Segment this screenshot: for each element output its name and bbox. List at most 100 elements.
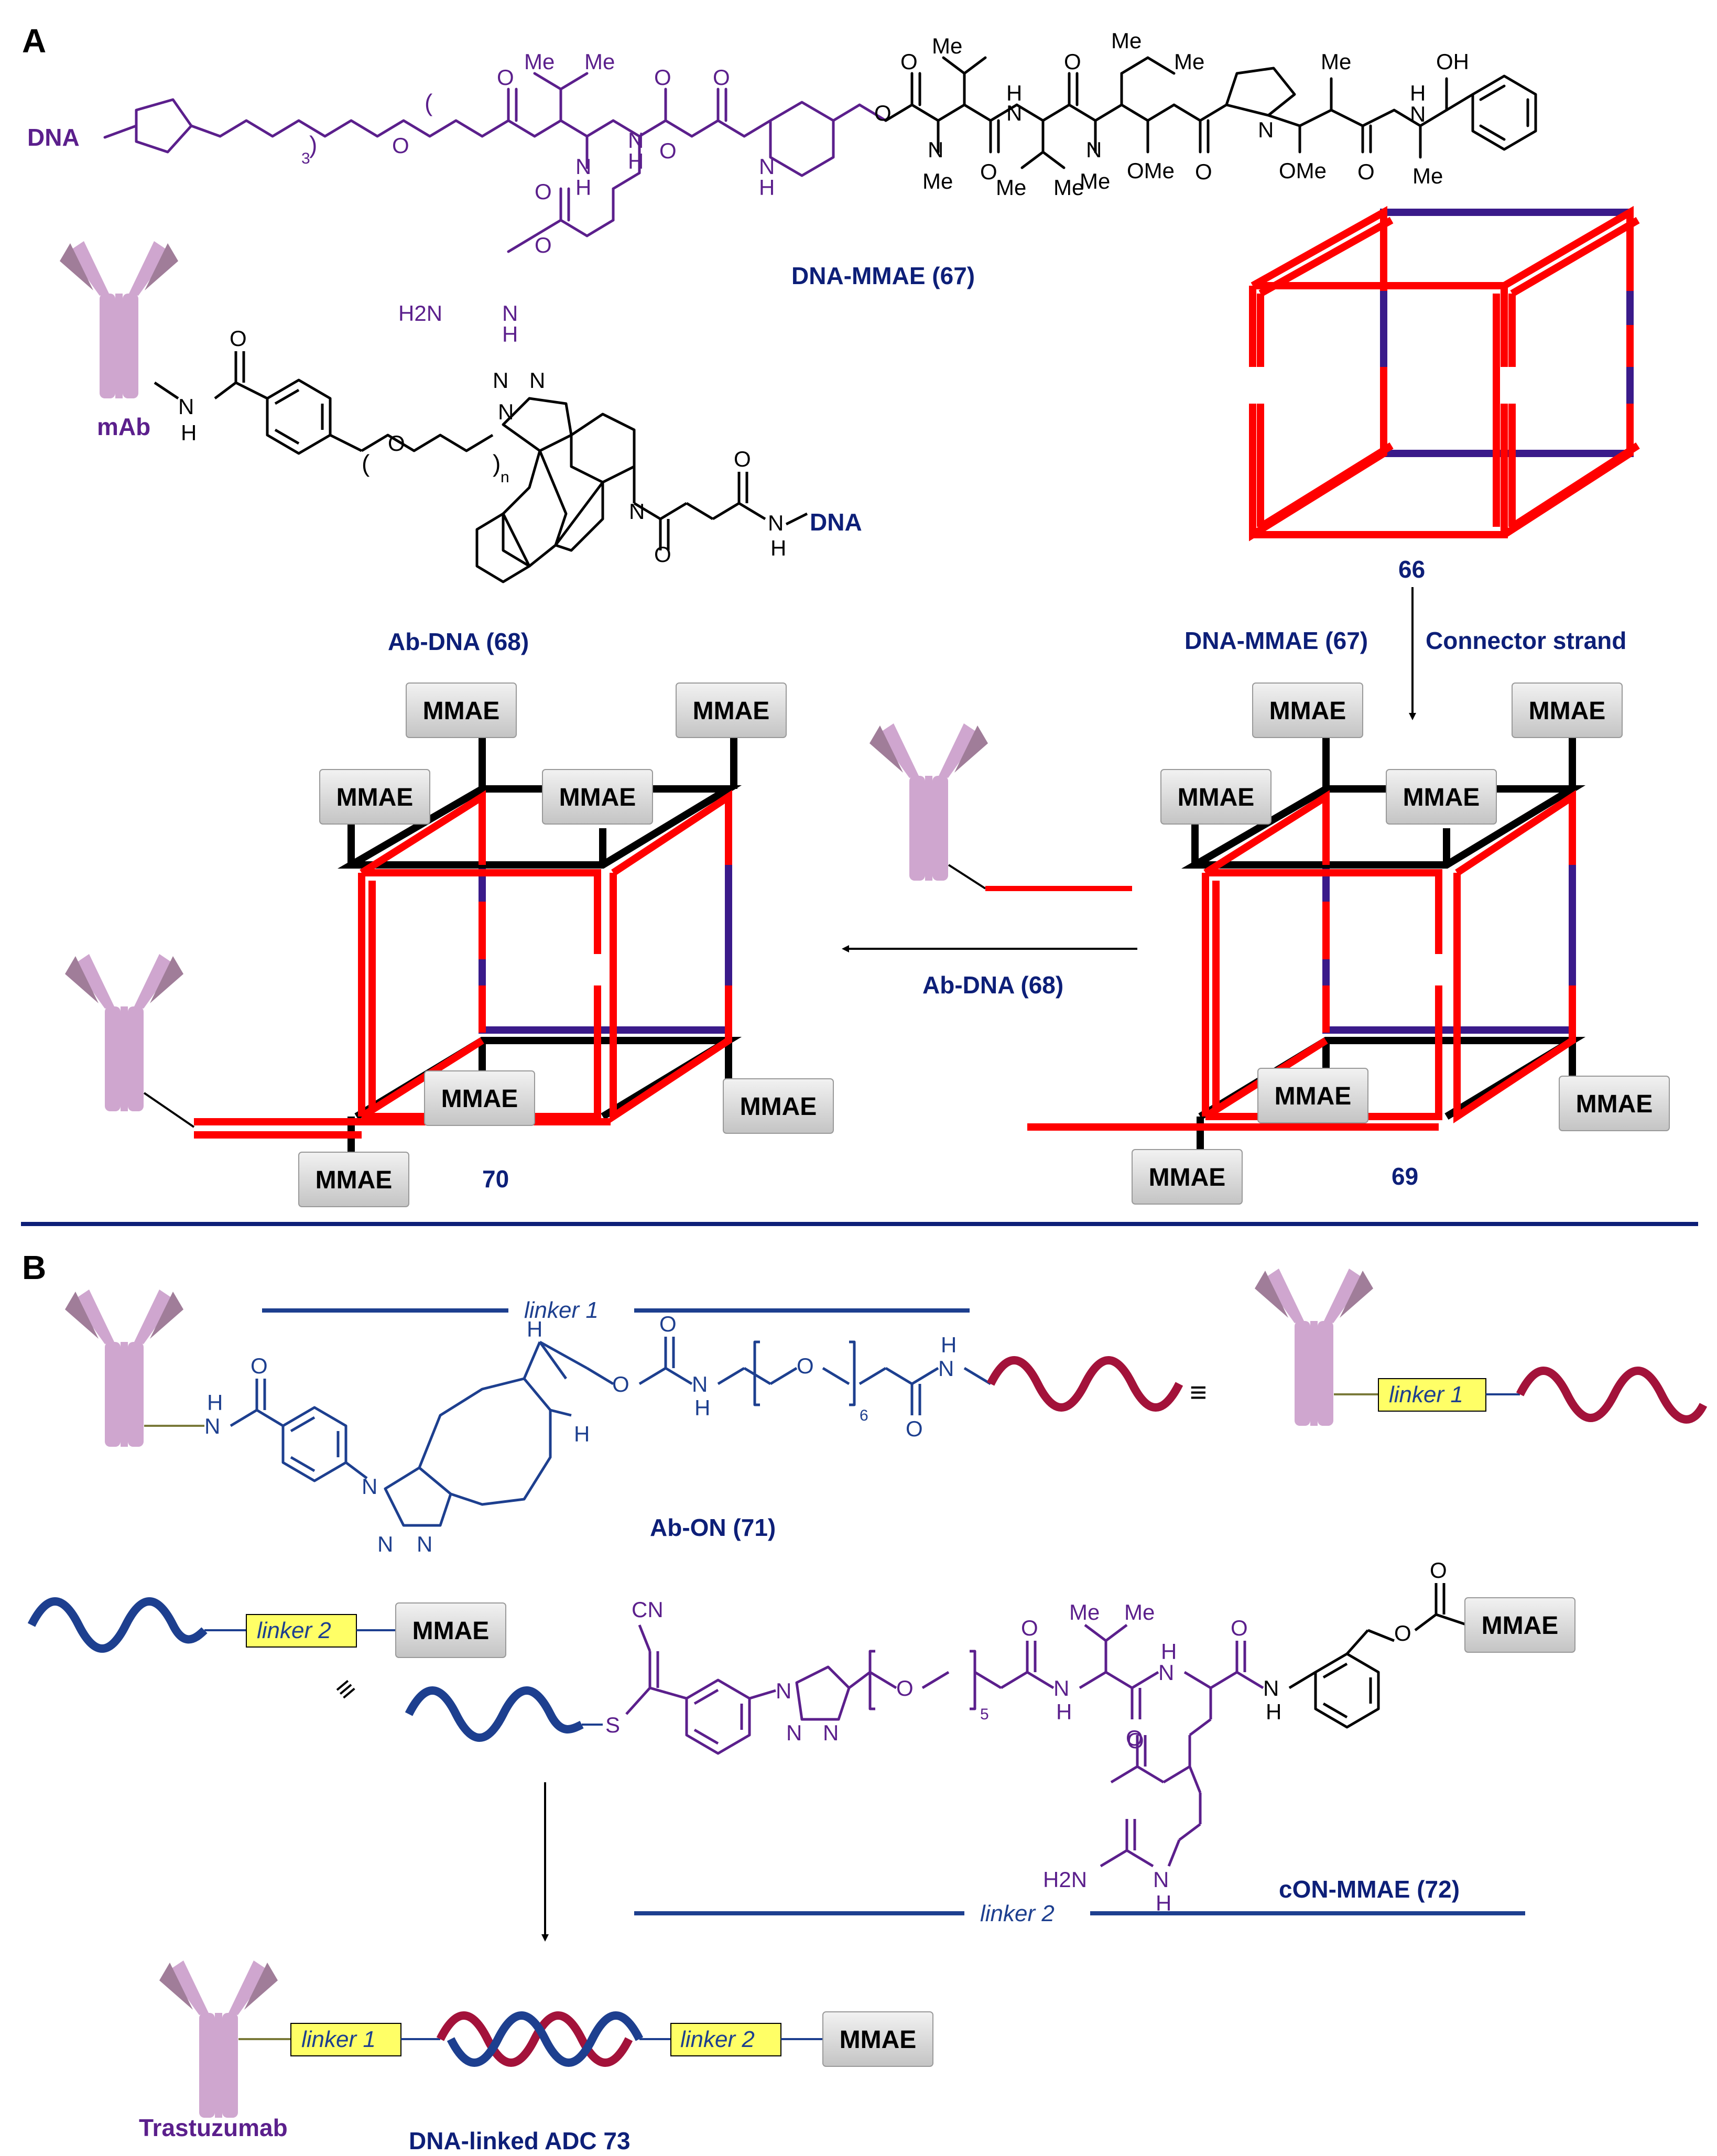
svg-text:N: N bbox=[502, 301, 518, 326]
svg-text:N: N bbox=[377, 1532, 393, 1556]
svg-text:MMAE: MMAE bbox=[1275, 1082, 1352, 1110]
svg-text:H: H bbox=[759, 175, 775, 200]
compound-67-atom-labels: O O 3 ( ) Me Me N H O O N H O O N H O H2… bbox=[301, 28, 1469, 346]
svg-text:MMAE: MMAE bbox=[1576, 1090, 1653, 1118]
svg-text:O: O bbox=[896, 1676, 914, 1700]
svg-text:N: N bbox=[928, 137, 943, 162]
svg-text:MMAE: MMAE bbox=[840, 2026, 917, 2054]
svg-text:O: O bbox=[251, 1353, 268, 1378]
svg-text:Me: Me bbox=[1053, 175, 1084, 200]
svg-text:Me: Me bbox=[1412, 164, 1443, 188]
compound-72-structure: CN S N N N O 5 O N H Me Me O N H O N H O… bbox=[405, 1558, 1575, 1915]
svg-text:O: O bbox=[1394, 1621, 1411, 1645]
triazole-ring-67 bbox=[103, 72, 887, 253]
svg-text:O: O bbox=[612, 1372, 629, 1396]
svg-text:H: H bbox=[1161, 1639, 1177, 1664]
svg-text:MMAE: MMAE bbox=[1178, 784, 1255, 811]
svg-text:N: N bbox=[1086, 137, 1102, 162]
equivalent-symbol-1: ≡ bbox=[1190, 1375, 1207, 1409]
svg-text:N: N bbox=[938, 1356, 954, 1381]
antibody-icon bbox=[60, 241, 178, 398]
svg-text:Me: Me bbox=[584, 49, 615, 74]
mmae-backbone-67 bbox=[884, 56, 1474, 169]
svg-text:n: n bbox=[501, 469, 509, 486]
cube-70-payloads: MMAE MMAE MMAE MMAE MMAE MMAE MMAE bbox=[298, 682, 834, 1207]
svg-text:N: N bbox=[1053, 1676, 1069, 1700]
svg-text:N: N bbox=[178, 394, 194, 419]
svg-text:O: O bbox=[659, 1312, 677, 1336]
svg-text:MMAE: MMAE bbox=[1403, 784, 1480, 811]
panel-a-letter: A bbox=[22, 22, 46, 60]
svg-text:H: H bbox=[1006, 81, 1022, 105]
svg-text:H: H bbox=[574, 1422, 590, 1446]
svg-text:H: H bbox=[770, 536, 786, 560]
svg-text:O: O bbox=[1357, 159, 1375, 184]
svg-text:N: N bbox=[498, 399, 514, 424]
equivalent-symbol-2: ≡ bbox=[328, 1671, 363, 1707]
svg-text:Me: Me bbox=[1080, 169, 1110, 193]
svg-text:O: O bbox=[497, 65, 514, 90]
svg-text:O: O bbox=[535, 233, 552, 257]
svg-text:H: H bbox=[694, 1395, 710, 1420]
svg-text:H: H bbox=[575, 175, 591, 200]
svg-text:O: O bbox=[713, 65, 730, 90]
svg-text:N: N bbox=[786, 1720, 802, 1745]
reagent-connector-strand: Connector strand bbox=[1426, 627, 1626, 654]
ab-dna-reagent-icon bbox=[870, 723, 1132, 891]
thioether-s-label: S bbox=[605, 1713, 620, 1737]
cube-69-label: 69 bbox=[1392, 1163, 1418, 1190]
svg-text:H: H bbox=[1056, 1699, 1072, 1724]
cube-69-payloads: MMAE MMAE MMAE MMAE MMAE MMAE MMAE bbox=[1132, 682, 1670, 1205]
svg-text:Me: Me bbox=[1124, 1600, 1155, 1624]
svg-text:Me: Me bbox=[932, 34, 962, 58]
svg-text:linker 2: linker 2 bbox=[680, 2027, 755, 2052]
linker2-mmae-schematic: linker 2 MMAE bbox=[27, 1597, 506, 1658]
svg-text:O: O bbox=[535, 179, 552, 204]
svg-text:6: 6 bbox=[860, 1407, 868, 1424]
svg-text:O: O bbox=[1126, 1726, 1143, 1750]
svg-text:O: O bbox=[1064, 49, 1081, 74]
svg-text:Me: Me bbox=[996, 175, 1026, 200]
svg-text:MMAE: MMAE bbox=[693, 697, 770, 725]
svg-text:N: N bbox=[204, 1414, 220, 1438]
svg-text:N: N bbox=[417, 1532, 432, 1556]
svg-text:O: O bbox=[874, 101, 892, 125]
adc-73-label: DNA-linked ADC 73 bbox=[409, 2127, 631, 2154]
svg-text:MMAE: MMAE bbox=[1149, 1164, 1226, 1191]
svg-text:MMAE: MMAE bbox=[336, 784, 414, 811]
svg-text:MMAE: MMAE bbox=[423, 697, 500, 725]
svg-text:Me: Me bbox=[922, 169, 953, 193]
compound-71-structure: N H O N N N H H O O N H O 6 O N H bbox=[65, 1290, 1183, 1556]
urea-h2n-72: H2N bbox=[1043, 1867, 1087, 1892]
dna-label-67: DNA bbox=[27, 124, 80, 151]
linker1-box-label: linker 1 bbox=[1389, 1382, 1463, 1407]
svg-text:OH: OH bbox=[1436, 49, 1469, 74]
svg-text:N: N bbox=[823, 1720, 839, 1745]
reagent-ab-dna: Ab-DNA (68) bbox=[922, 971, 1063, 999]
compound-68-structure: mAb bbox=[60, 241, 862, 583]
svg-text:Me: Me bbox=[1111, 28, 1142, 53]
svg-text:N: N bbox=[628, 128, 644, 153]
svg-text:OMe: OMe bbox=[1127, 158, 1175, 183]
svg-text:N: N bbox=[692, 1372, 708, 1396]
svg-text:linker 1: linker 1 bbox=[301, 2027, 376, 2052]
svg-text:H: H bbox=[1266, 1699, 1281, 1724]
ab-on-schematic: linker 1 bbox=[1255, 1269, 1708, 1426]
cyano-label: CN bbox=[632, 1597, 664, 1622]
svg-text:H: H bbox=[628, 149, 644, 174]
svg-text:Me: Me bbox=[524, 49, 555, 74]
svg-text:O: O bbox=[1195, 159, 1212, 184]
svg-text:O: O bbox=[230, 326, 247, 351]
svg-text:N: N bbox=[768, 511, 784, 535]
svg-text:O: O bbox=[1231, 1616, 1248, 1640]
cube-66-label: 66 bbox=[1398, 556, 1425, 583]
svg-text:N: N bbox=[1410, 102, 1426, 126]
svg-text:H: H bbox=[502, 322, 518, 346]
svg-text:(: ( bbox=[362, 450, 370, 477]
cube-66-red-strands bbox=[1249, 205, 1640, 541]
svg-text:): ) bbox=[309, 131, 317, 158]
svg-text:N: N bbox=[1158, 1660, 1174, 1685]
compound-67-structure: DNA bbox=[27, 28, 1537, 346]
svg-text:MMAE: MMAE bbox=[1529, 697, 1606, 725]
